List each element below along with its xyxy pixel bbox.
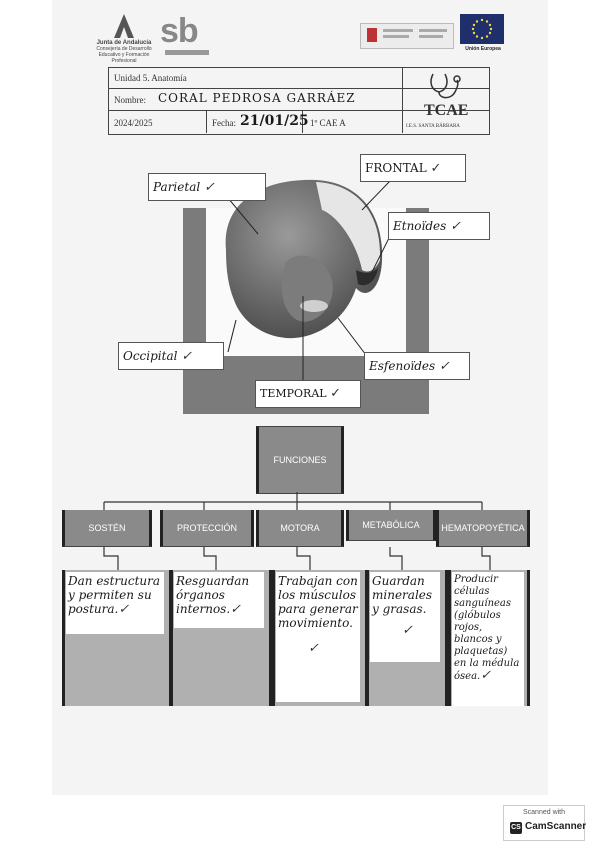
tcae-logo: TCAE xyxy=(424,102,469,119)
junta-logo-text: Junta de Andalucía Consejería de Desarro… xyxy=(96,40,152,64)
check-mark-icon: ✓ xyxy=(330,386,341,401)
check-mark-icon: ✓ xyxy=(439,359,450,374)
junta-andalucia-logo-icon xyxy=(114,14,134,38)
label-temporal: TEMPORAL ✓ xyxy=(255,380,361,408)
name-label: Nombre: xyxy=(114,95,146,105)
school-year: 2024/2025 xyxy=(114,118,153,128)
camscanner-name: CamScanner xyxy=(525,821,587,832)
name-value: CORAL PEDROSA GARRÁEZ xyxy=(158,91,356,105)
check-mark-icon: ✓ xyxy=(402,623,413,638)
eu-flag-icon xyxy=(460,14,504,44)
camscanner-logo-icon: CS xyxy=(510,822,522,834)
function-box-hematopoyetica: HEMATOPOYÉTICA xyxy=(436,510,530,547)
tcae-logo-box xyxy=(402,67,489,133)
unit-label: Unidad 5. Anatomía xyxy=(114,73,187,83)
sb-logo: sb xyxy=(160,12,199,50)
function-box-sosten: SOSTÉN xyxy=(62,510,152,547)
function-box-metabolica: METABÓLICA xyxy=(346,510,436,541)
date-value: 21/01/25 xyxy=(240,113,309,129)
student-info-box xyxy=(108,67,490,135)
label-etmoides: Etnoïdes ✓ xyxy=(388,212,490,240)
description-motora: Trabajan con los músculos para generar m… xyxy=(276,572,360,702)
ministry-logo xyxy=(360,23,454,49)
sb-logo-bar xyxy=(165,50,209,55)
eu-text: Unión Europea xyxy=(465,46,501,52)
school-name: I.E.S. SANTA BÁRBARA xyxy=(406,124,460,129)
check-mark-icon: ✓ xyxy=(230,602,242,617)
label-esfenoides: Esfenoïdes ✓ xyxy=(364,352,470,380)
date-label: Fecha: xyxy=(212,118,236,128)
check-mark-icon: ✓ xyxy=(430,161,442,176)
description-sosten: Dan estructura y permiten su postura.✓ xyxy=(66,572,164,634)
course-label: 1º CAE A xyxy=(310,118,346,128)
description-metabolica: Guardan minerales y grasas. ✓ xyxy=(370,572,440,662)
skull-illustration xyxy=(225,179,383,339)
label-occipital: Occipital ✓ xyxy=(118,342,224,370)
check-mark-icon: ✓ xyxy=(181,349,193,364)
description-proteccion: Resguardan órganos internos.✓ xyxy=(174,572,264,628)
function-box-proteccion: PROTECCIÓN xyxy=(160,510,254,547)
functions-title-box: FUNCIONES xyxy=(256,426,344,494)
description-hematopoyetica: Producir células sanguíneas (glóbulos ro… xyxy=(452,572,524,706)
check-mark-icon: ✓ xyxy=(450,219,462,234)
check-mark-icon: ✓ xyxy=(118,602,130,617)
camscanner-scanned-with: Scanned with xyxy=(522,809,566,816)
label-parietal: Parietal ✓ xyxy=(148,173,266,201)
check-mark-icon: ✓ xyxy=(204,180,215,195)
function-box-motora: MOTORA xyxy=(256,510,344,547)
check-mark-icon: ✓ xyxy=(308,641,319,656)
stethoscope-icon xyxy=(430,73,461,99)
check-mark-icon: ✓ xyxy=(480,668,492,683)
label-frontal: FRONTAL ✓ xyxy=(360,154,466,182)
ministry-flag-icon xyxy=(367,28,377,42)
camscanner-badge: Scanned with CS CamScanner xyxy=(503,805,587,841)
